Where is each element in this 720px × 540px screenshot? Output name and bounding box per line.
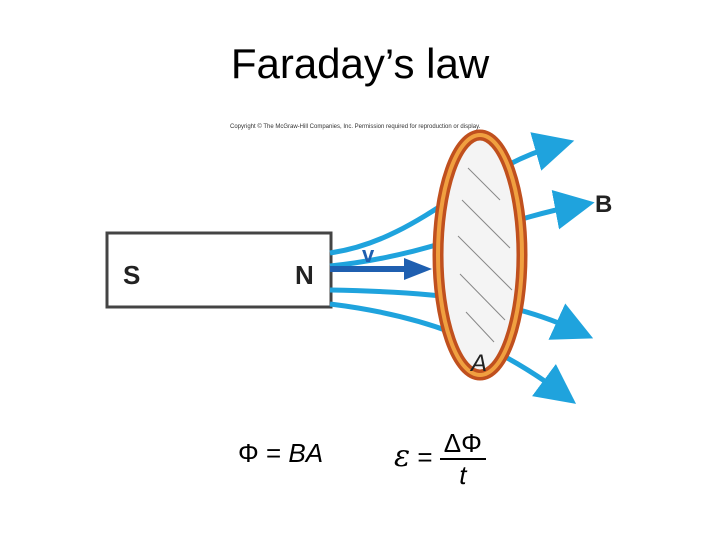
velocity-label: v [362,242,375,267]
bar-magnet [105,231,333,309]
loop-area-shading [457,167,513,343]
emf-equals: = [410,441,440,472]
flux-symbol: Φ [238,438,259,468]
emf-symbol: ε [394,438,411,474]
emf-numerator: ΔΦ [439,428,486,460]
area-label: A [469,350,487,377]
flux-equation: Φ = BA [238,438,323,469]
slide-title: Faraday’s law [230,40,490,87]
magnet-south-label: S [123,260,140,290]
velocity-arrow [330,258,432,280]
magnet-north-label: N [295,260,314,290]
copyright-notice: Copyright © The McGraw-Hill Companies, I… [230,124,481,130]
conducting-loop [432,129,528,381]
emf-denominator: t [459,460,467,490]
field-label: B [595,191,612,218]
flux-equals: = [258,438,289,468]
flux-rhs: BA [288,438,324,468]
